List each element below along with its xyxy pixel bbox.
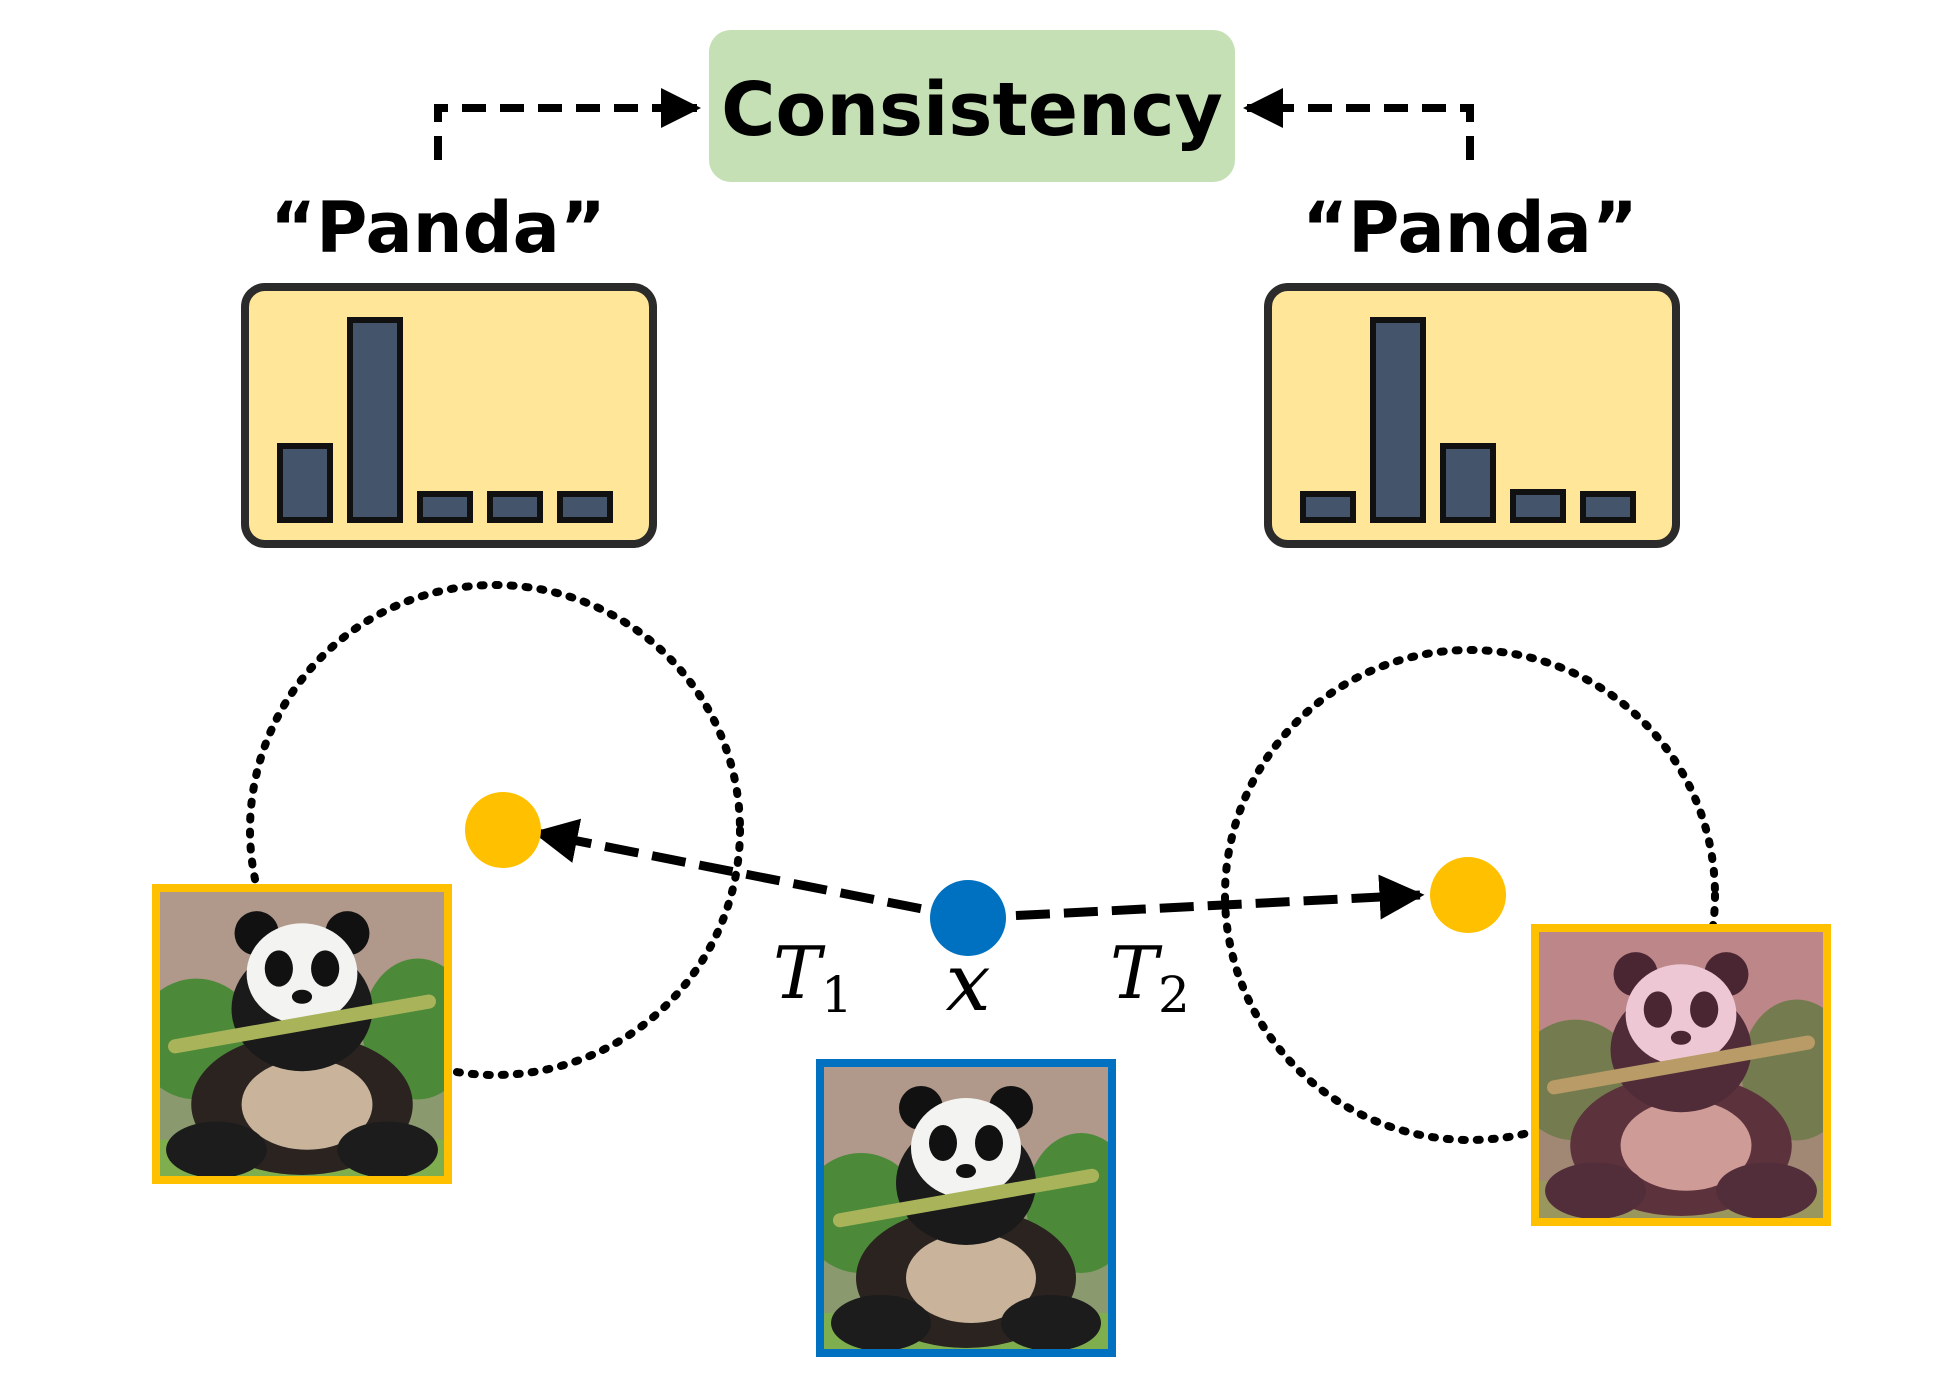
t1-symbol: T bbox=[773, 931, 826, 1015]
left-consistency-arrow bbox=[434, 88, 701, 160]
left-histogram-bars bbox=[277, 317, 613, 523]
transform-arrow-left bbox=[532, 818, 969, 923]
right-augmented-image bbox=[1531, 924, 1831, 1226]
original-point bbox=[930, 880, 1006, 956]
left-histogram-bar bbox=[347, 317, 403, 523]
right-histogram-bars bbox=[1300, 317, 1636, 523]
center-original-image bbox=[816, 1059, 1116, 1357]
transform-label-t1: T1 bbox=[773, 931, 853, 1024]
left-image-frame bbox=[152, 884, 452, 1184]
consistency-box bbox=[709, 30, 1235, 182]
right-histogram-bar bbox=[1370, 317, 1426, 523]
augmented-point-right bbox=[1430, 857, 1506, 933]
left-histogram-bar bbox=[557, 491, 613, 523]
right-histogram-bar bbox=[1510, 489, 1566, 523]
right-consistency-arrow bbox=[1243, 88, 1474, 160]
augmented-point-left bbox=[465, 792, 541, 868]
right-histogram-bar bbox=[1440, 443, 1496, 523]
left-histogram-bar bbox=[487, 491, 543, 523]
right-neighborhood-circle bbox=[1221, 646, 1719, 1144]
transform-arrow-right bbox=[967, 874, 1425, 923]
panda-original-photo-icon bbox=[820, 1063, 1112, 1353]
left-augmented-image bbox=[152, 884, 452, 1184]
left-histogram-bar bbox=[277, 443, 333, 523]
left-prediction-label: “Panda” bbox=[270, 187, 606, 269]
t1-subscript: 1 bbox=[821, 966, 853, 1024]
right-image-frame bbox=[1531, 924, 1831, 1226]
panda-augmented-photo-icon bbox=[156, 888, 448, 1180]
center-image-frame bbox=[816, 1059, 1116, 1357]
t2-symbol: T bbox=[1110, 931, 1163, 1015]
right-prediction-label: “Panda” bbox=[1302, 187, 1638, 269]
panda-color-jittered-photo-icon bbox=[1535, 929, 1827, 1221]
transform-label-t2: T2 bbox=[1110, 931, 1190, 1024]
t2-subscript: 2 bbox=[1158, 966, 1190, 1024]
right-histogram-bar bbox=[1580, 491, 1636, 523]
right-histogram-bar bbox=[1300, 491, 1356, 523]
consistency-label: Consistency bbox=[721, 67, 1223, 153]
left-neighborhood-circle bbox=[246, 581, 744, 1079]
input-label-x: x bbox=[945, 936, 990, 1029]
left-histogram-bar bbox=[417, 491, 473, 523]
